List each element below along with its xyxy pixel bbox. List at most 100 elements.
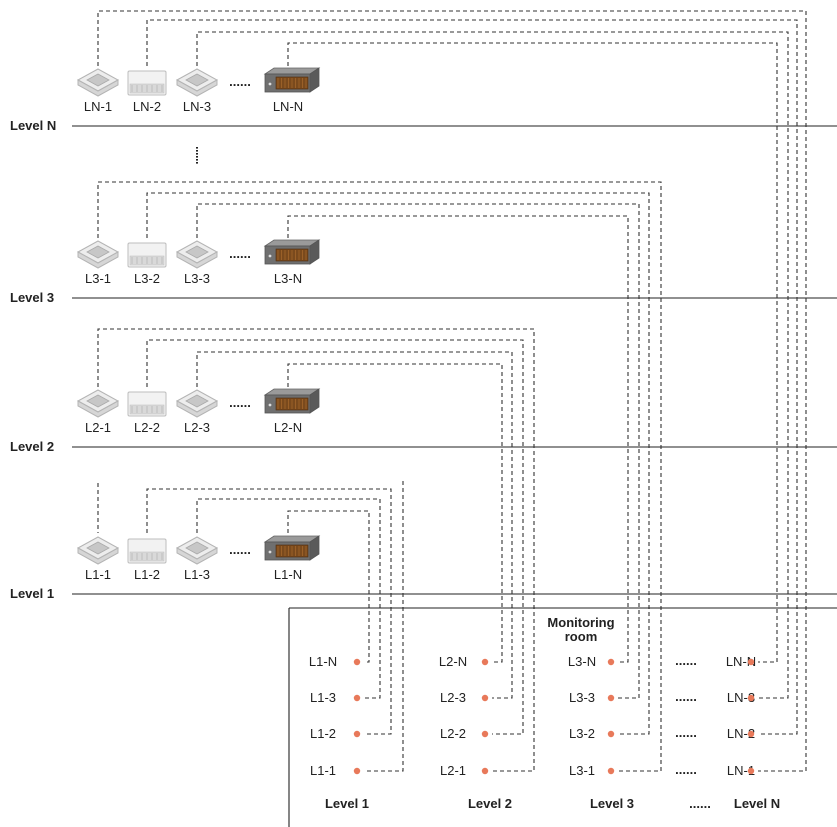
indoor-unit-ln-1: LN-1 <box>76 68 120 114</box>
terminal-ln-1: LN-1...... <box>675 762 755 778</box>
wire-l3-3 <box>196 203 640 699</box>
terminal-label-l1-n: L1-N <box>309 654 337 669</box>
terminal-l1-3: L1-3 <box>310 690 361 705</box>
terminal-label-l1-3: L1-3 <box>310 690 336 705</box>
indoor-unit-l2-n: L2-N <box>263 388 321 435</box>
monitoring-column-label-3: Level 3 <box>590 796 634 811</box>
terminal-dot <box>747 658 755 666</box>
unit-label-l2-n: L2-N <box>274 420 302 435</box>
terminal-dot <box>481 694 489 702</box>
unit-label-l1-n: L1-N <box>274 567 302 582</box>
cassette-grille <box>185 245 209 259</box>
cassette-side <box>176 251 218 269</box>
wire-l1-3 <box>196 498 381 699</box>
terminal-l2-2: L2-2 <box>440 726 489 741</box>
unit-ellipsis-N: ...... <box>229 74 251 89</box>
floor-label-2: Level 2 <box>10 439 54 454</box>
terminal-label-l2-n: L2-N <box>439 654 467 669</box>
terminal-dot <box>353 658 361 666</box>
wire-l1-2 <box>146 488 392 735</box>
terminal-l2-3: L2-3 <box>440 690 489 705</box>
cassette-grille <box>86 245 110 259</box>
terminal-ellipsis: ...... <box>675 762 697 777</box>
indoor-unit-ln-n: LN-N <box>263 67 321 114</box>
unit-label-ln-1: LN-1 <box>84 99 112 114</box>
monitoring-room-title-1: Monitoring <box>547 615 614 630</box>
terminal-label-l3-1: L3-1 <box>569 763 595 778</box>
terminal-dot <box>607 730 615 738</box>
wire-l2-1 <box>97 328 535 772</box>
indoor-unit-l3-1: L3-1 <box>76 240 120 286</box>
cassette-grille <box>86 541 110 555</box>
terminal-label-ln-n: LN-N <box>726 654 756 669</box>
terminal-label-l2-2: L2-2 <box>440 726 466 741</box>
floor-label-3: Level 3 <box>10 290 54 305</box>
unit-label-l2-2: L2-2 <box>134 420 160 435</box>
unit-label-l2-3: L2-3 <box>184 420 210 435</box>
terminal-ellipsis: ...... <box>675 725 697 740</box>
terminal-dot <box>607 767 615 775</box>
indoor-unit-l1-3: L1-3 <box>175 536 219 582</box>
unit-label-l1-1: L1-1 <box>85 567 111 582</box>
terminal-label-ln-3: LN-3 <box>727 690 755 705</box>
terminal-l1-n: L1-N <box>309 654 361 669</box>
terminal-label-l3-3: L3-3 <box>569 690 595 705</box>
vertical-ellipsis-dot <box>196 159 198 161</box>
cassette-grille <box>185 73 209 87</box>
cassette-side <box>176 400 218 418</box>
cassette-grille <box>86 73 110 87</box>
indoor-unit-l3-2: L3-2 <box>127 242 167 286</box>
duct-port <box>268 550 272 554</box>
terminal-dot <box>747 767 755 775</box>
indoor-unit-ln-2: LN-2 <box>127 70 167 114</box>
unit-label-ln-n: LN-N <box>273 99 303 114</box>
wiring-layer <box>97 10 807 772</box>
indoor-unit-ln-3: LN-3 <box>175 68 219 114</box>
wire-l3-1 <box>97 181 662 772</box>
duct-port <box>268 403 272 407</box>
terminal-label-l1-2: L1-2 <box>310 726 336 741</box>
unit-ellipsis-2: ...... <box>229 395 251 410</box>
terminal-l1-2: L1-2 <box>310 726 361 741</box>
unit-label-l1-3: L1-3 <box>184 567 210 582</box>
terminal-ln-3: LN-3...... <box>675 689 755 705</box>
wire-l3-2 <box>146 192 650 735</box>
unit-label-ln-2: LN-2 <box>133 99 161 114</box>
terminal-ln-n: LN-N...... <box>675 653 756 669</box>
column-ellipsis: ...... <box>689 796 711 811</box>
cassette-side <box>77 400 119 418</box>
terminal-l2-1: L2-1 <box>440 763 489 778</box>
vertical-ellipsis-dot <box>196 150 198 152</box>
terminal-dot <box>481 658 489 666</box>
wire-ln-1 <box>97 10 807 772</box>
terminal-label-l1-1: L1-1 <box>310 763 336 778</box>
indoor-unit-l1-2: L1-2 <box>127 538 167 582</box>
unit-label-l3-n: L3-N <box>274 271 302 286</box>
terminal-label-ln-2: LN-2 <box>727 726 755 741</box>
vertical-ellipsis-dot <box>196 162 198 164</box>
indoor-unit-l2-3: L2-3 <box>175 389 219 435</box>
terminal-dot <box>607 694 615 702</box>
terminal-l2-n: L2-N <box>439 654 489 669</box>
cassette-side <box>77 251 119 269</box>
wire-ln-3 <box>196 31 789 699</box>
terminal-dot <box>607 658 615 666</box>
wire-l3-n <box>287 215 629 663</box>
unit-label-l1-2: L1-2 <box>134 567 160 582</box>
terminal-label-l2-1: L2-1 <box>440 763 466 778</box>
terminal-l3-1: L3-1 <box>569 763 615 778</box>
vertical-ellipsis-dot <box>196 153 198 155</box>
monitoring-column-label-2: Level 2 <box>468 796 512 811</box>
terminal-dot <box>747 730 755 738</box>
duct-port <box>268 82 272 86</box>
terminal-l3-2: L3-2 <box>569 726 615 741</box>
terminal-dot <box>353 730 361 738</box>
monitoring-room-title-2: room <box>565 629 598 644</box>
terminal-ellipsis: ...... <box>675 653 697 668</box>
wire-l2-3 <box>196 351 513 699</box>
indoor-unit-l3-3: L3-3 <box>175 240 219 286</box>
wire-l2-n <box>287 363 503 663</box>
wire-ln-2 <box>146 19 798 735</box>
terminal-dot <box>353 767 361 775</box>
